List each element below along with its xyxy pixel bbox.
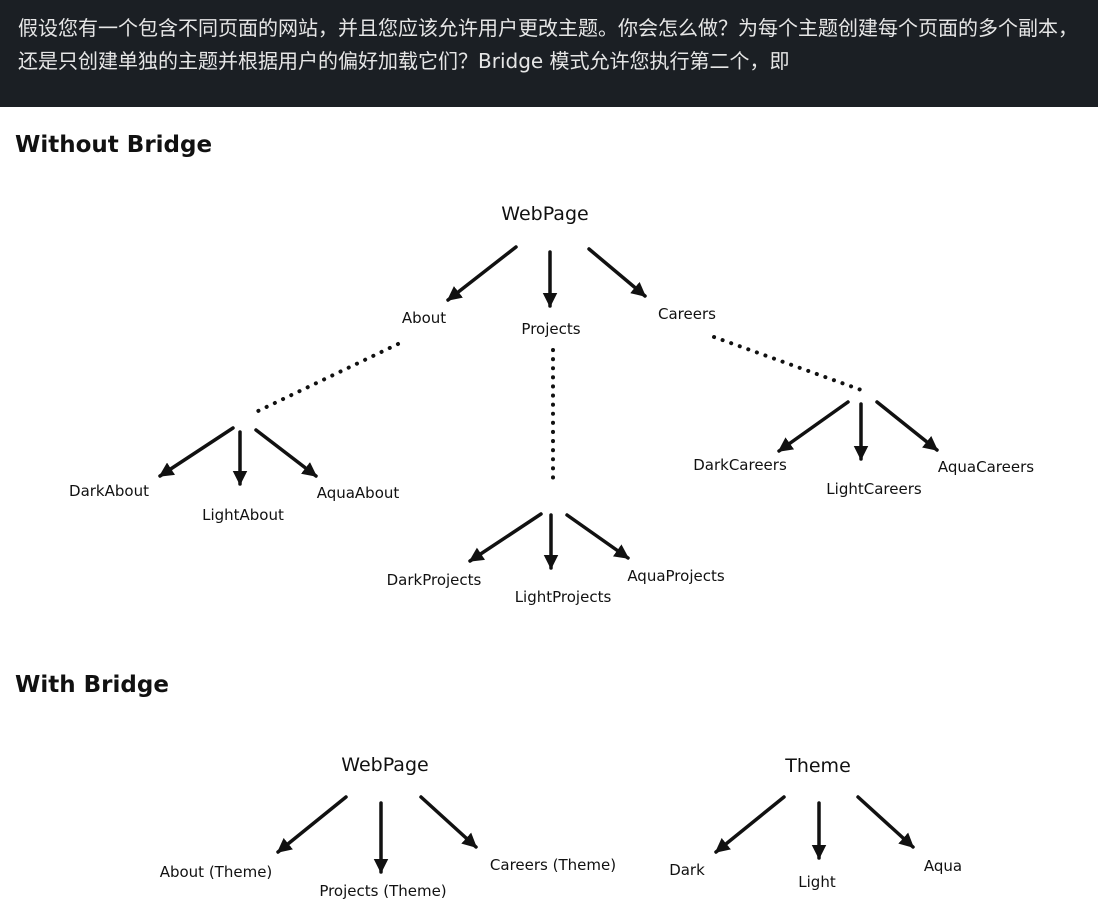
- dotted-about-connector: [254, 342, 400, 414]
- bridge-theme-root: Theme: [784, 755, 851, 777]
- arrow-theme-dark: [714, 795, 786, 854]
- arrow-bridge-webpage-about: [276, 795, 348, 854]
- with-bridge-heading: With Bridge: [15, 672, 169, 698]
- bridge-webpage-root: WebPage: [341, 754, 428, 776]
- dotted-careers-connector: [712, 335, 866, 393]
- arrow-webpage-careers: [587, 247, 647, 298]
- arrow-about-aqua: [254, 428, 318, 478]
- wb-dark-about: DarkAbout: [69, 482, 149, 500]
- bridge-theme-dark: Dark: [669, 861, 705, 879]
- wb-page-projects: Projects: [521, 320, 580, 338]
- bridge-theme-aqua: Aqua: [924, 857, 962, 875]
- wb-light-projects: LightProjects: [515, 588, 612, 606]
- arrow-webpage-about: [446, 245, 518, 302]
- wb-aqua-projects: AquaProjects: [627, 567, 725, 585]
- arrow-theme-aqua: [856, 795, 915, 849]
- arrow-projects-aqua: [565, 513, 630, 560]
- wb-page-about: About: [402, 309, 446, 327]
- arrow-projects-dark: [468, 512, 543, 563]
- arrow-careers-dark: [777, 400, 850, 453]
- bridge-about-theme: About (Theme): [160, 863, 273, 881]
- wb-aqua-careers: AquaCareers: [938, 458, 1034, 476]
- wb-dark-careers: DarkCareers: [693, 456, 787, 474]
- bridge-theme-light: Light: [798, 873, 836, 891]
- wb-root-label: WebPage: [501, 203, 588, 225]
- wb-aqua-about: AquaAbout: [317, 484, 400, 502]
- wb-dark-projects: DarkProjects: [387, 571, 482, 589]
- bridge-pattern-diagram: WebPage About Projects Careers DarkAbout…: [69, 203, 1034, 900]
- bridge-careers-theme: Careers (Theme): [490, 856, 616, 874]
- wb-page-careers: Careers: [658, 305, 716, 323]
- without-bridge-heading: Without Bridge: [15, 132, 213, 158]
- arrow-careers-aqua: [875, 400, 939, 452]
- arrow-bridge-webpage-careers: [419, 795, 478, 849]
- wb-light-about: LightAbout: [202, 506, 284, 524]
- intro-text: 假设您有一个包含不同页面的网站，并且您应该允许用户更改主题。你会怎么做？为每个主…: [18, 16, 1078, 73]
- wb-light-careers: LightCareers: [826, 480, 922, 498]
- bridge-projects-theme: Projects (Theme): [319, 882, 446, 900]
- arrow-about-dark: [158, 426, 235, 478]
- intro-banner: 假设您有一个包含不同页面的网站，并且您应该允许用户更改主题。你会怎么做？为每个主…: [0, 0, 1098, 107]
